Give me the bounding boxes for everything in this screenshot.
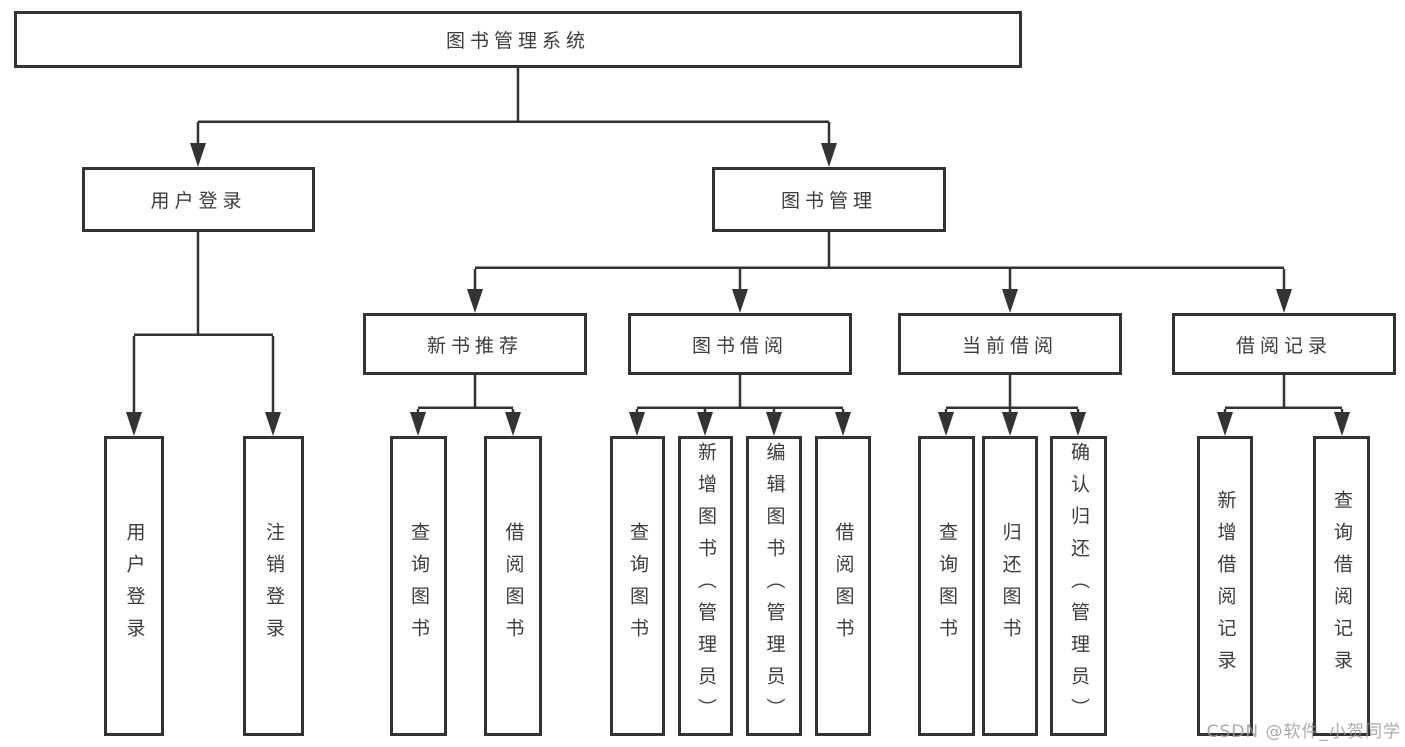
node-label: 借阅图书 (832, 522, 855, 650)
node-book-management: 图书管理 (712, 167, 946, 232)
node-label: 查询借阅记录 (1331, 490, 1353, 682)
node-label: 确认归还（管理员） (1068, 442, 1090, 730)
leaf-return-books: 归还图书 (982, 436, 1038, 736)
leaf-query-books-current: 查询图书 (918, 436, 975, 736)
node-current-borrow: 当前借阅 (898, 313, 1122, 375)
node-user-login: 用户登录 (82, 167, 315, 232)
leaf-query-borrow-record: 查询借阅记录 (1313, 436, 1370, 736)
leaf-edit-books-admin: 编辑图书（管理员） (746, 436, 802, 736)
node-label: 新增借阅记录 (1214, 490, 1237, 682)
leaf-add-borrow-record: 新增借阅记录 (1197, 436, 1253, 736)
node-label: 新增图书（管理员） (695, 442, 717, 730)
watermark: CSDN @软件_小贺同学 (1206, 722, 1401, 742)
node-label: 当前借阅 (961, 334, 1058, 357)
node-label: 注销登录 (263, 522, 285, 650)
node-new-book-recommend: 新书推荐 (363, 313, 587, 375)
node-label: 图书管理系统 (445, 30, 590, 52)
node-label: 图书借阅 (691, 334, 788, 357)
node-label: 查询图书 (627, 522, 649, 650)
node-label: 编辑图书（管理员） (763, 442, 786, 730)
leaf-user-login: 用户登录 (104, 436, 164, 736)
node-label: 借阅图书 (502, 522, 525, 650)
node-label: 归还图书 (999, 522, 1022, 650)
node-label: 查询图书 (408, 522, 430, 650)
node-label: 图书管理 (780, 190, 877, 212)
node-label: 查询图书 (936, 522, 958, 650)
leaf-query-books-recommend: 查询图书 (390, 436, 447, 736)
node-book-borrow: 图书借阅 (628, 313, 852, 375)
leaf-add-books-admin: 新增图书（管理员） (678, 436, 733, 736)
node-label: 用户登录 (123, 522, 146, 650)
leaf-borrow-books: 借阅图书 (815, 436, 871, 736)
leaf-borrow-books-recommend: 借阅图书 (484, 436, 542, 736)
node-label: 用户登录 (150, 190, 247, 212)
leaf-logout: 注销登录 (243, 436, 304, 736)
node-label: 新书推荐 (426, 334, 523, 357)
node-borrow-records: 借阅记录 (1172, 313, 1396, 375)
arrowhead-icons (126, 143, 1350, 436)
leaf-confirm-return-admin: 确认归还（管理员） (1050, 436, 1107, 736)
node-label: 借阅记录 (1235, 334, 1332, 357)
leaf-query-books-borrow: 查询图书 (610, 436, 665, 736)
node-root-system: 图书管理系统 (14, 11, 1022, 68)
